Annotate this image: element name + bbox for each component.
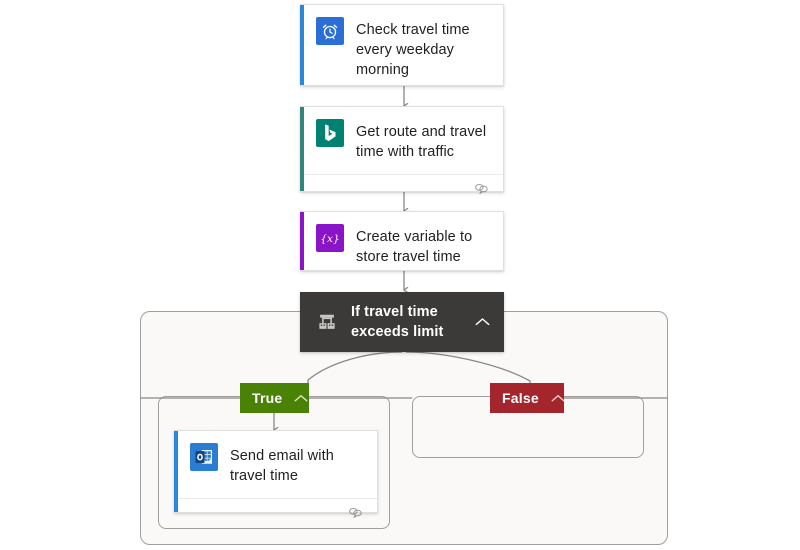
card-title: Check travel time every weekday morning <box>356 22 470 78</box>
svg-text:{x}: {x} <box>320 233 339 245</box>
branch-label-true[interactable]: True <box>240 383 309 413</box>
outlook-icon <box>190 443 218 471</box>
branch-label-text: True <box>252 390 283 406</box>
card-accent-bar <box>174 431 178 512</box>
card-accent-bar <box>300 212 304 270</box>
branch-label-text: False <box>502 390 539 406</box>
card-header: Get route and travel time with traffic <box>300 107 503 174</box>
flow-step-card[interactable]: Check travel time every weekday morning <box>300 4 504 86</box>
variable-braces-icon: {x} <box>316 224 344 252</box>
card-title: Create variable to store travel time <box>356 229 473 265</box>
condition-card[interactable]: If travel time exceeds limit <box>300 292 504 352</box>
chevron-up-icon[interactable] <box>294 389 308 407</box>
flow-step-card[interactable]: {x} Create variable to store travel time <box>300 211 504 271</box>
condition-title: If travel time exceeds limit <box>351 304 444 340</box>
card-title: Get route and travel time with traffic <box>356 124 487 160</box>
flow-step-card[interactable]: Send email with travel time <box>174 430 378 518</box>
bing-maps-icon <box>316 119 344 147</box>
link-comment-icon[interactable] <box>348 506 363 519</box>
branch-label-false[interactable]: False <box>490 383 565 413</box>
chevron-up-icon[interactable] <box>472 312 492 332</box>
card-header: {x} Create variable to store travel time <box>300 212 503 279</box>
card-footer <box>300 174 503 201</box>
condition-branch-icon <box>314 309 340 335</box>
card-header: Send email with travel time <box>174 431 377 498</box>
card-title: Send email with travel time <box>230 448 334 484</box>
link-comment-icon[interactable] <box>474 182 489 195</box>
card-footer <box>174 498 377 525</box>
chevron-up-icon[interactable] <box>551 389 565 407</box>
flow-step-card[interactable]: Get route and travel time with traffic <box>300 106 504 194</box>
card-accent-bar <box>300 107 304 191</box>
alarm-clock-icon <box>316 17 344 45</box>
card-header: Check travel time every weekday morning <box>300 5 503 92</box>
card-accent-bar <box>300 5 304 85</box>
